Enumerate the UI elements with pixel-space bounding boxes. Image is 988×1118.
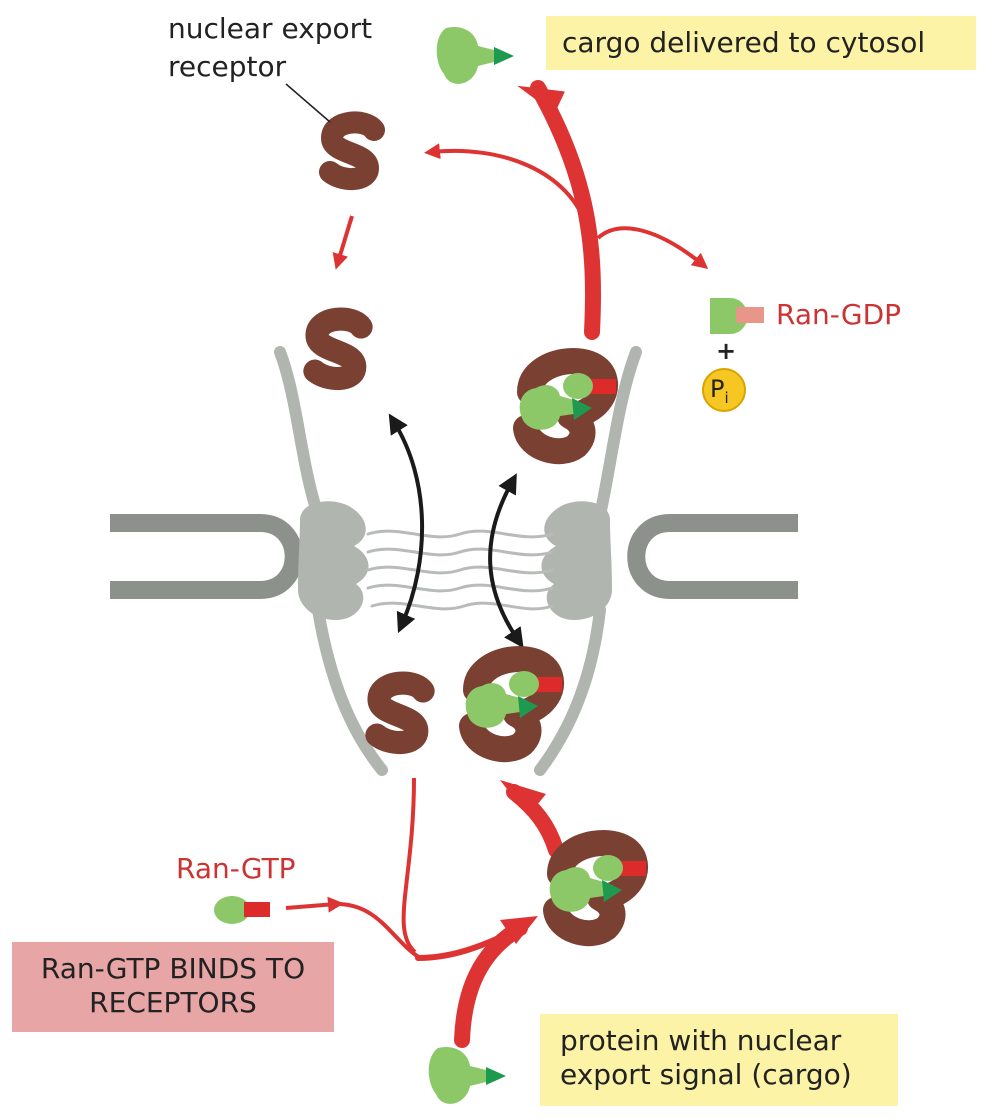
arrow-complex-shuttle — [488, 473, 524, 649]
cargo-delivered-label: cargo delivered to cytosol — [546, 16, 976, 70]
protein-line2: export signal (cargo) — [560, 1058, 852, 1091]
binds-line1: Ran-GTP BINDS TO — [40, 952, 306, 985]
binds-line2: RECEPTORS — [89, 986, 257, 1019]
receptor-label-line2: receptor — [168, 50, 287, 83]
arrow-complex-into-pore — [500, 780, 564, 858]
phosphate-main: P — [710, 375, 725, 403]
arrow-receptor-shuttle — [388, 413, 425, 634]
protein-with-signal-label: protein with nuclear export signal (carg… — [540, 1014, 898, 1106]
ran-gdp-icon — [710, 298, 764, 334]
ran-gtp-binds-label: Ran-GTP BINDS TO RECEPTORS — [12, 942, 334, 1032]
protein-line1: protein with nuclear — [560, 1024, 842, 1057]
arrow-receptor-to-binding — [401, 777, 417, 954]
phosphate-label: Pi — [710, 374, 729, 407]
arrow-ran-gtp-to-binding — [285, 896, 422, 960]
arrow-export-to-cytosol — [517, 80, 601, 340]
arrow-ran-gdp-release — [596, 226, 709, 270]
ran-gtp-label: Ran-GTP — [176, 852, 296, 885]
ran-gtp-icon — [214, 896, 270, 924]
arrow-to-complex — [415, 916, 538, 1048]
ran-gdp-label: Ran-GDP — [776, 298, 902, 331]
nuclear-envelope-left — [110, 514, 303, 599]
phosphate-subscript: i — [724, 389, 729, 407]
plus-sign: + — [716, 337, 737, 365]
receptor-label-line1: nuclear export — [168, 12, 373, 45]
arrow-receptor-to-pore — [332, 215, 354, 270]
phosphate-icon — [702, 368, 746, 412]
nuclear-envelope-right — [627, 514, 798, 599]
arrow-receptor-release — [424, 143, 590, 231]
